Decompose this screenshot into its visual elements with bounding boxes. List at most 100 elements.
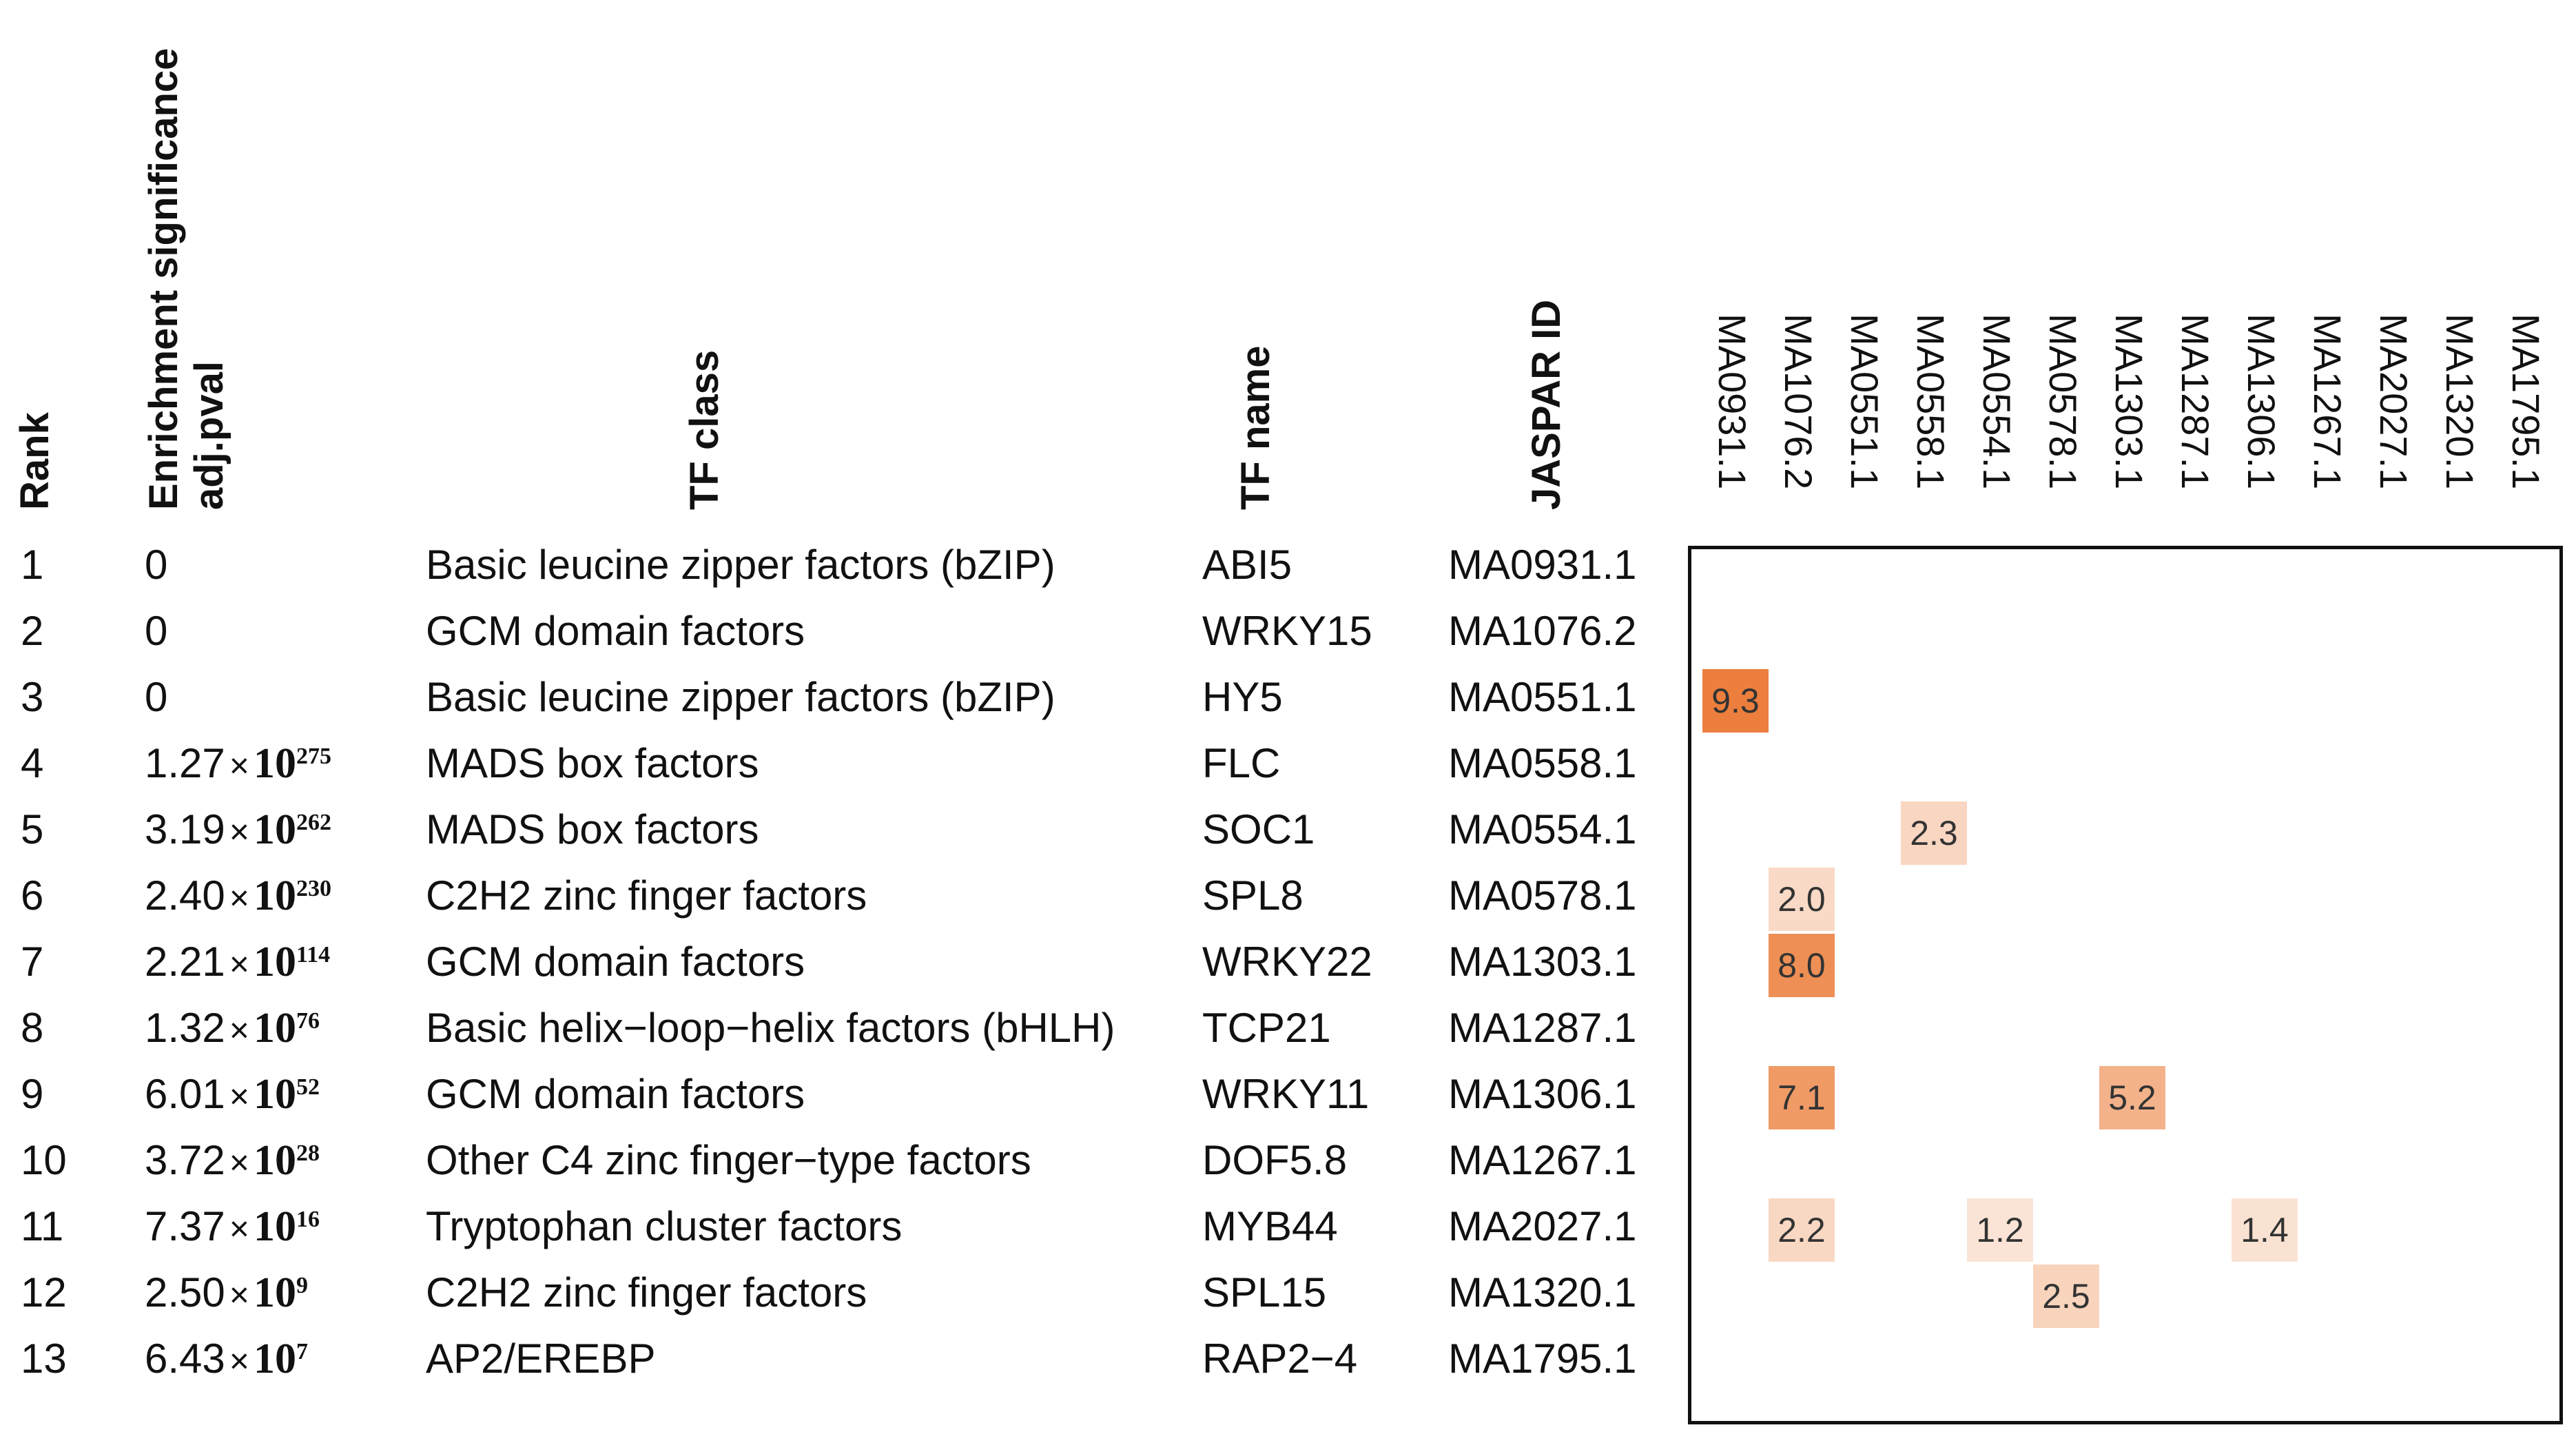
pval-mantissa: 2.40 [145, 872, 225, 919]
heatmap-cell: 2.0 [1769, 868, 1835, 931]
tf-name-cell: WRKY22 [1202, 939, 1372, 985]
pval-cell: 0 [145, 607, 167, 655]
heatmap-cell: 1.4 [2232, 1198, 2298, 1262]
pval-cell: 2.50×109 [145, 1269, 308, 1319]
pval-mantissa: 7.37 [145, 1203, 225, 1249]
tf-name-cell: MYB44 [1202, 1203, 1338, 1249]
pval-exponent: 16 [296, 1207, 320, 1232]
ten-base: 10 [253, 1137, 296, 1184]
heatmap-cell: 7.1 [1769, 1066, 1835, 1129]
jaspar-id-cell: MA1076.2 [1448, 608, 1637, 654]
tf-name-cell: FLC [1202, 740, 1281, 786]
pval-cell: 7.37×1016 [145, 1202, 320, 1253]
tf-name-cell: ABI5 [1202, 542, 1292, 588]
jaspar-id-cell: MA1306.1 [1448, 1071, 1637, 1117]
pval-mantissa: 0 [145, 674, 168, 720]
tf-class-header: TF class [682, 349, 727, 510]
pval-cell: 3.72×1028 [145, 1136, 320, 1187]
heatmap-column-label: MA1303.1 [2108, 314, 2151, 490]
tf-name-cell: SOC1 [1202, 806, 1315, 852]
rank-cell: 4 [21, 740, 44, 786]
tf-name-cell: RAP2−4 [1202, 1335, 1358, 1382]
tf-class-cell: Other C4 zinc finger−type factors [426, 1137, 1031, 1183]
jaspar-id-cell: MA1267.1 [1448, 1137, 1637, 1183]
times-symbol: × [229, 746, 249, 785]
heatmap-column-label: MA0578.1 [2041, 314, 2085, 490]
jaspar-id-cell: MA0558.1 [1448, 740, 1637, 786]
heatmap-cell: 2.5 [2033, 1265, 2099, 1328]
pval-cell: 1.27×10275 [145, 739, 331, 790]
jaspar-id-cell: MA0931.1 [1448, 542, 1637, 588]
jaspar-id-cell: MA0578.1 [1448, 872, 1637, 919]
pval-mantissa: 1.27 [145, 740, 225, 786]
pval-exponent: 9 [296, 1273, 308, 1298]
pval-cell: 0 [145, 541, 167, 589]
heatmap-cell: 1.2 [1967, 1198, 2033, 1262]
heatmap-column-label: MA1320.1 [2438, 314, 2482, 490]
tf-class-cell: C2H2 zinc finger factors [426, 872, 867, 919]
ten-base: 10 [253, 872, 296, 919]
heatmap-cell: 5.2 [2099, 1066, 2165, 1129]
tf-name-cell: DOF5.8 [1202, 1137, 1348, 1183]
heatmap-cell: 2.2 [1769, 1198, 1835, 1262]
pval-exponent: 262 [296, 810, 331, 835]
heatmap-column-label: MA1076.2 [1777, 314, 1820, 490]
pval-cell: 2.40×10230 [145, 872, 331, 922]
heatmap-column-label: MA0554.1 [1975, 314, 2019, 490]
rank-cell: 6 [21, 872, 44, 919]
tf-name-cell: HY5 [1202, 674, 1283, 720]
heatmap-column-label: MA0551.1 [1843, 314, 1886, 490]
times-symbol: × [229, 1342, 249, 1380]
heatmap-column-label: MA1795.1 [2504, 314, 2548, 490]
times-symbol: × [229, 1276, 249, 1314]
jaspar-id-cell: MA1303.1 [1448, 939, 1637, 985]
heatmap-column-label: MA1287.1 [2174, 314, 2217, 490]
rank-cell: 7 [21, 939, 44, 985]
rank-cell: 13 [21, 1335, 67, 1382]
tf-name-cell: WRKY11 [1202, 1071, 1370, 1117]
ten-base: 10 [253, 939, 296, 985]
pval-exponent: 76 [296, 1008, 320, 1034]
heatmap-column-label: MA0558.1 [1909, 314, 1952, 490]
tf-class-cell: AP2/EREBP [426, 1335, 656, 1382]
times-symbol: × [229, 1209, 249, 1248]
tf-class-cell: GCM domain factors [426, 608, 805, 654]
rank-cell: 12 [21, 1269, 67, 1316]
times-symbol: × [229, 945, 249, 983]
rank-cell: 8 [21, 1005, 44, 1051]
rank-header: Rank [12, 412, 57, 510]
jaspar-id-cell: MA2027.1 [1448, 1203, 1637, 1249]
ten-base: 10 [253, 1269, 296, 1316]
rank-cell: 1 [21, 542, 44, 588]
heatmap-cell: 8.0 [1769, 934, 1835, 997]
pval-cell: 2.21×10114 [145, 938, 330, 988]
pval-mantissa: 6.01 [145, 1071, 225, 1117]
tf-name-cell: SPL15 [1202, 1269, 1327, 1316]
pval-cell: 6.43×107 [145, 1335, 308, 1385]
ten-base: 10 [253, 1203, 296, 1250]
enrichment-header-line2: adj.pval [187, 361, 231, 510]
tf-class-cell: Basic leucine zipper factors (bZIP) [426, 674, 1055, 720]
jaspar-id-header: JASPAR ID [1524, 299, 1569, 510]
jaspar-id-cell: MA1320.1 [1448, 1269, 1637, 1316]
tf-class-cell: C2H2 zinc finger factors [426, 1269, 867, 1316]
pval-mantissa: 3.19 [145, 806, 225, 852]
tf-class-cell: MADS box factors [426, 806, 759, 852]
tf-class-cell: GCM domain factors [426, 1071, 805, 1117]
heatmap-column-label: MA1267.1 [2306, 314, 2349, 490]
jaspar-id-cell: MA0554.1 [1448, 806, 1637, 852]
rank-cell: 10 [21, 1137, 67, 1183]
pval-exponent: 7 [296, 1339, 308, 1364]
tf-class-cell: Tryptophan cluster factors [426, 1203, 903, 1249]
ten-base: 10 [253, 1005, 296, 1052]
pval-exponent: 275 [296, 744, 331, 769]
pval-exponent: 114 [296, 942, 331, 968]
tf-name-cell: TCP21 [1202, 1005, 1331, 1051]
heatmap-cell: 2.3 [1901, 801, 1967, 865]
jaspar-id-cell: MA0551.1 [1448, 674, 1637, 720]
ten-base: 10 [253, 1335, 296, 1382]
ten-base: 10 [253, 740, 296, 787]
tf-name-header: TF name [1233, 345, 1278, 511]
times-symbol: × [229, 1143, 249, 1182]
